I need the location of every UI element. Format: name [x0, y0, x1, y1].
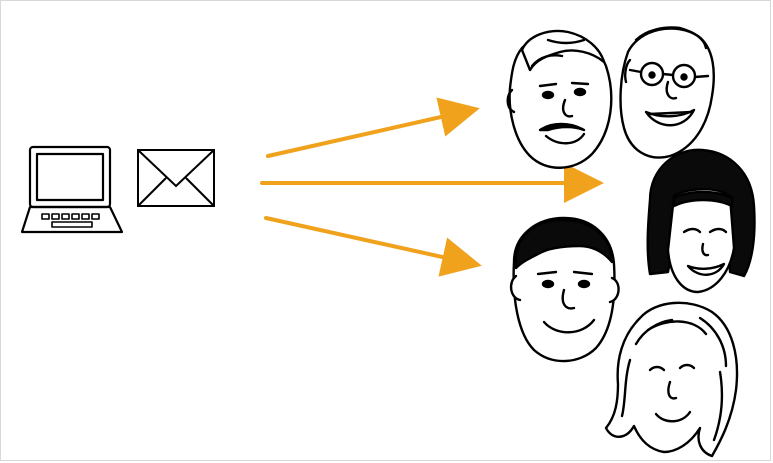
face-man-glasses	[621, 28, 714, 158]
face-man-short-hair	[511, 218, 619, 361]
face-woman-long-hair	[606, 303, 737, 456]
face-woman-bob	[648, 150, 755, 292]
envelope-icon	[138, 150, 214, 206]
face-man-side-part	[508, 31, 612, 168]
arrow-to-bottom-group	[266, 218, 474, 264]
laptop-icon	[22, 147, 122, 232]
arrow-to-top-group	[268, 110, 472, 156]
